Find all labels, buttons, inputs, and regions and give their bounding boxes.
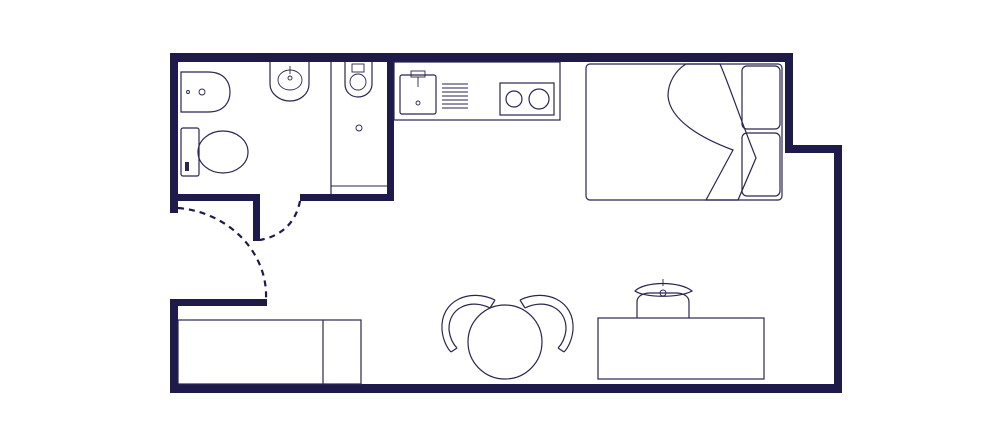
wall-entrance-stub: [170, 299, 267, 306]
wall-right: [834, 145, 842, 393]
walls: [170, 53, 842, 393]
wall-top: [170, 53, 793, 62]
wall-right-upper: [785, 53, 793, 153]
wall-bath-bottom-right: [300, 194, 394, 201]
doors: [177, 200, 302, 300]
kitchen-counter: [393, 61, 561, 121]
wall-bath-right: [387, 53, 394, 201]
sofa-icon: [177, 319, 362, 385]
dining-table-icon: [467, 304, 543, 380]
shower-icon: [330, 62, 387, 194]
wall-left-lower: [170, 299, 178, 393]
entrance-door-swing: [177, 206, 268, 300]
wall-right-step: [785, 145, 842, 153]
double-bed-icon: [585, 63, 783, 201]
wall-bath-bottom-left: [170, 194, 259, 201]
hob-icon: [499, 82, 555, 116]
bathroom: [180, 62, 387, 194]
dining-chair-icon: [519, 294, 574, 353]
kitchen: [393, 61, 561, 121]
desk-icon: [597, 317, 765, 380]
dining-chair-icon: [441, 294, 496, 353]
washbasin-icon: [269, 62, 310, 102]
drainboard-icon: [442, 83, 468, 109]
kitchen-sink-icon: [399, 70, 437, 115]
wall-left-upper: [170, 53, 178, 213]
desk-chair-icon: [634, 279, 694, 318]
bidet-icon: [180, 71, 231, 113]
dining-set: [441, 294, 574, 380]
bathroom-door-swing: [259, 200, 302, 242]
wall-bath-door-jamb: [253, 194, 260, 241]
toilet-icon: [180, 127, 249, 177]
desk-set: [597, 279, 765, 380]
wall-bottom: [170, 384, 842, 393]
